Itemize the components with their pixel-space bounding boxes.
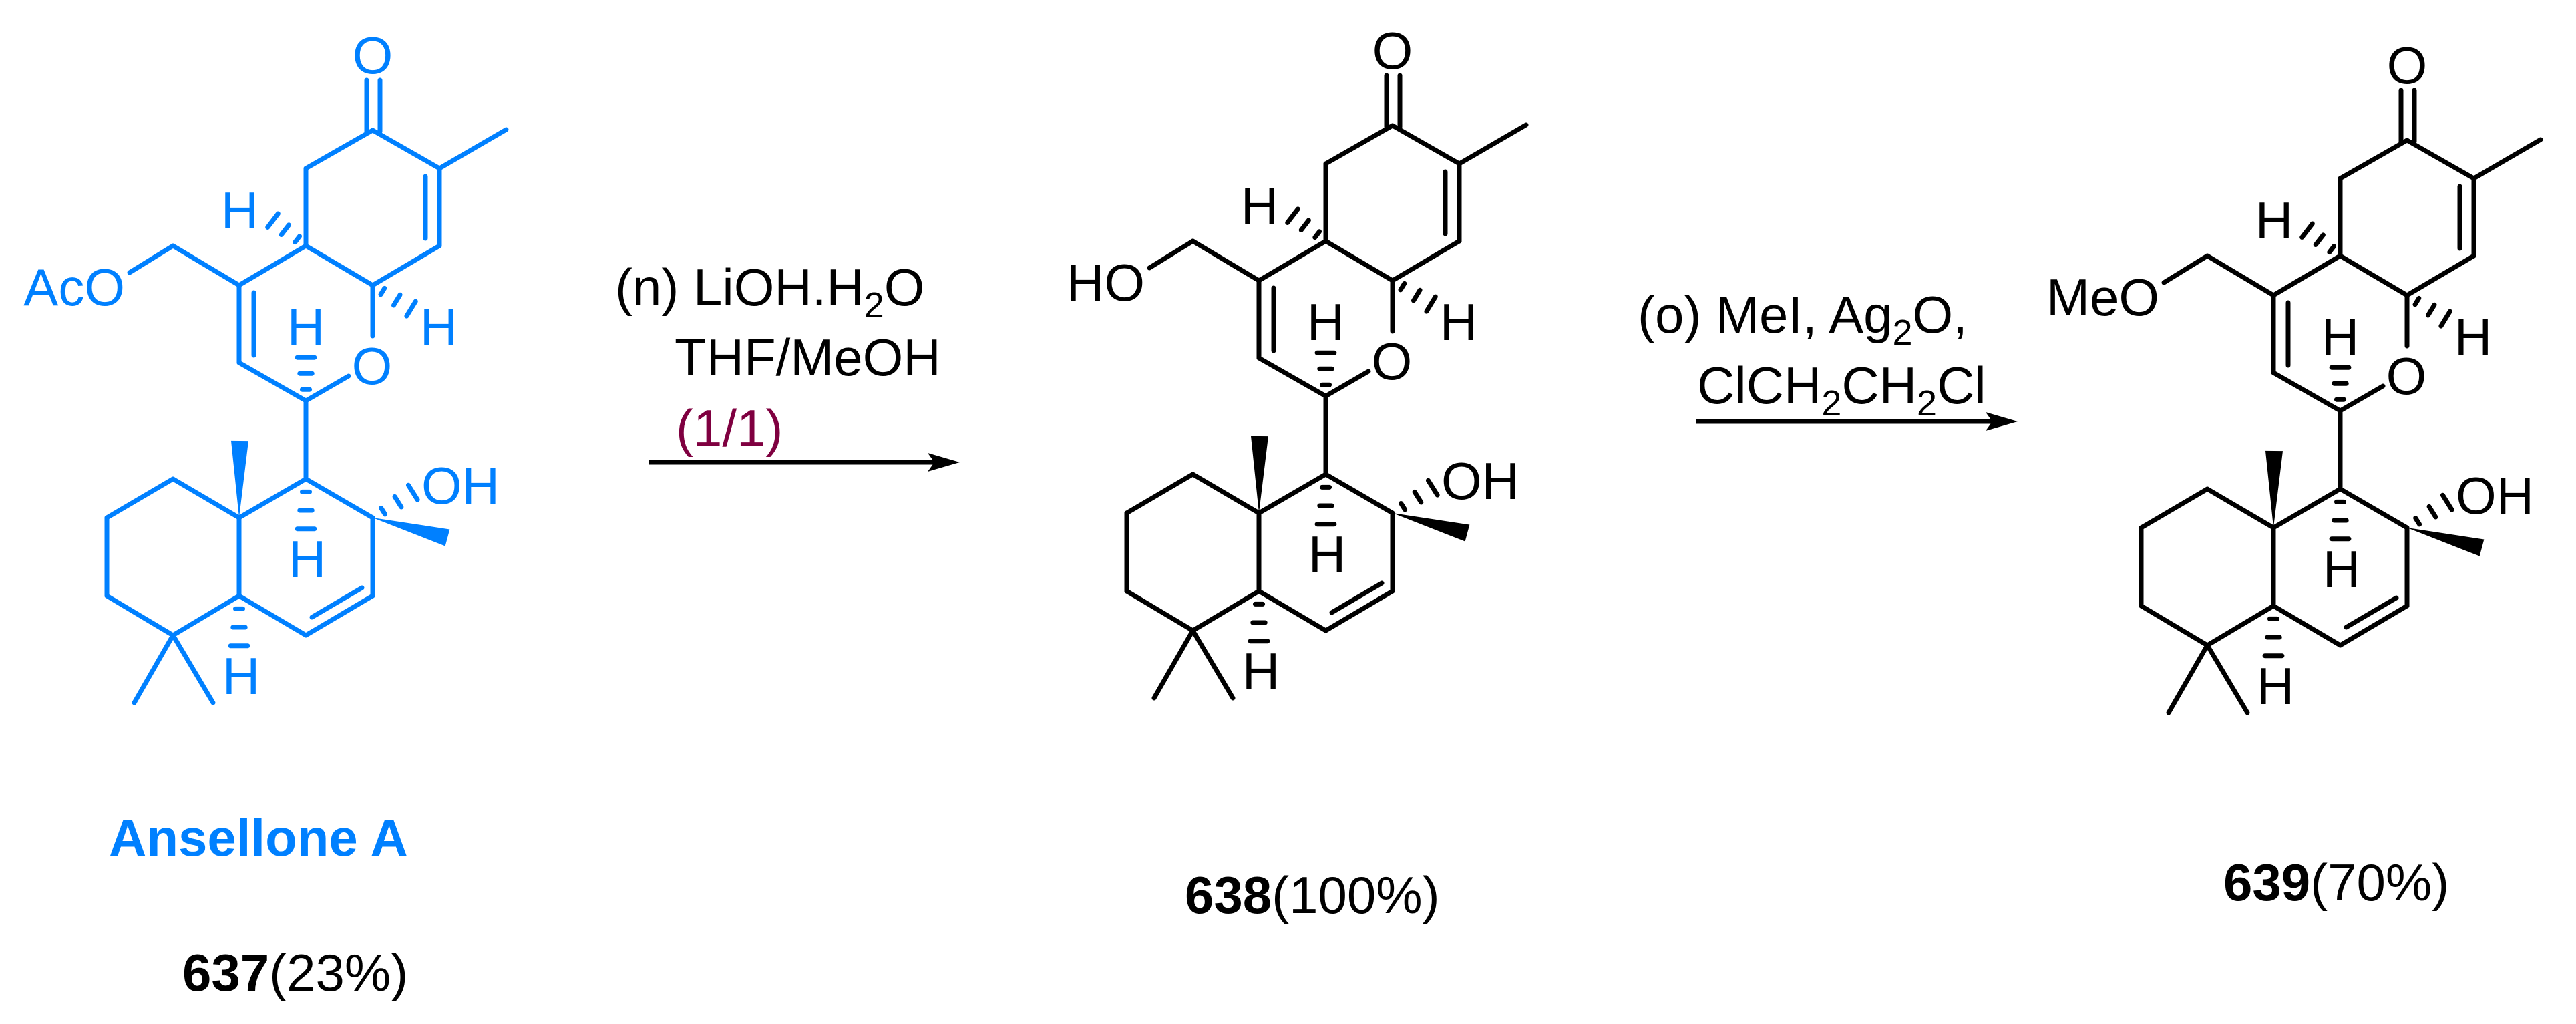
compound-label-638: 638(100%)	[1185, 866, 1440, 924]
h-label-c4: H	[1440, 293, 1477, 351]
hash-bond	[1248, 601, 1270, 644]
compound-name-ansellone-a: Ansellone A	[109, 808, 408, 867]
h-label-c9: H	[1307, 293, 1344, 351]
wedge-bond	[2407, 528, 2485, 556]
solvent-dichloroethane: ClCH2CH2Cl	[1697, 356, 1986, 423]
h-label-c10: H	[289, 530, 326, 588]
bond-lines	[1124, 73, 1529, 701]
substituent-label: AcO	[23, 258, 125, 317]
hash-bond	[1399, 478, 1440, 512]
h-label-c9: H	[287, 297, 325, 356]
h-label-c5: H	[221, 181, 258, 240]
hash-bond	[2262, 616, 2285, 659]
h-label-c10: H	[1308, 525, 1346, 584]
reagent-mei-ag2o: (o) MeI, Ag2O,	[1638, 285, 1968, 353]
hash-bond	[379, 482, 420, 517]
bond-lines	[104, 77, 509, 705]
h-label-c5: H	[2255, 191, 2293, 250]
reaction-arrow-o	[1696, 412, 2018, 431]
reaction-step-n: (n) LiOH.H2O THF/MeOH (1/1)	[615, 258, 960, 472]
ketone-oxygen: O	[353, 26, 393, 85]
hash-bond	[2412, 295, 2452, 329]
reagent-lioh-hydrate: (n) LiOH.H2O	[615, 258, 924, 325]
hash-bond	[265, 211, 303, 245]
h-label-c5: H	[1241, 176, 1278, 235]
hydroxyl-label: OH	[1441, 452, 1519, 510]
hash-bond	[2329, 499, 2352, 542]
reaction-arrow-n	[649, 453, 960, 472]
wedge-bond	[1393, 513, 1470, 542]
h-label-c9: H	[2322, 307, 2359, 366]
hydroxyl-label: OH	[421, 456, 500, 515]
ring-oxygen: O	[1372, 332, 1413, 391]
h-label-c4: H	[2454, 307, 2492, 366]
hash-bond	[1398, 281, 1438, 314]
hash-bond	[228, 606, 250, 649]
h-label-c14: H	[1242, 642, 1280, 701]
hash-bond	[378, 285, 418, 319]
wedge-bond	[373, 518, 450, 546]
solvent-thf-meoh: THF/MeOH	[675, 328, 941, 387]
ring-oxygen: O	[352, 337, 393, 395]
substituent-label: MeO	[2046, 268, 2159, 327]
ketone-oxygen: O	[2387, 36, 2428, 95]
hash-bond	[1314, 484, 1337, 527]
h-label-c4: H	[420, 297, 457, 356]
bond-lines	[2139, 88, 2543, 715]
hydroxyl-label: OH	[2456, 466, 2534, 525]
hash-bond	[2329, 365, 2352, 402]
wedge-bond	[2265, 450, 2283, 528]
substituent-label: HO	[1067, 253, 1145, 312]
wedge-bond	[1251, 436, 1268, 513]
reaction-step-o: (o) MeI, Ag2O, ClCH2CH2Cl	[1638, 285, 2018, 431]
compound-label-639: 639(70%)	[2223, 853, 2449, 912]
h-label-c14: H	[222, 647, 260, 705]
hash-bond	[1285, 206, 1322, 240]
wedge-bond	[231, 440, 248, 518]
hash-bond	[295, 355, 317, 392]
hash-bond	[1314, 350, 1337, 387]
solvent-ratio-note: (1/1)	[676, 399, 783, 458]
ring-oxygen: O	[2386, 347, 2427, 405]
hash-bond	[2413, 492, 2454, 527]
h-label-c10: H	[2323, 540, 2360, 599]
ketone-oxygen: O	[1372, 21, 1413, 80]
hash-bond	[2299, 221, 2337, 255]
h-label-c14: H	[2257, 657, 2294, 715]
hash-bond	[295, 489, 317, 532]
compound-label-637: 637(23%)	[182, 943, 408, 1002]
